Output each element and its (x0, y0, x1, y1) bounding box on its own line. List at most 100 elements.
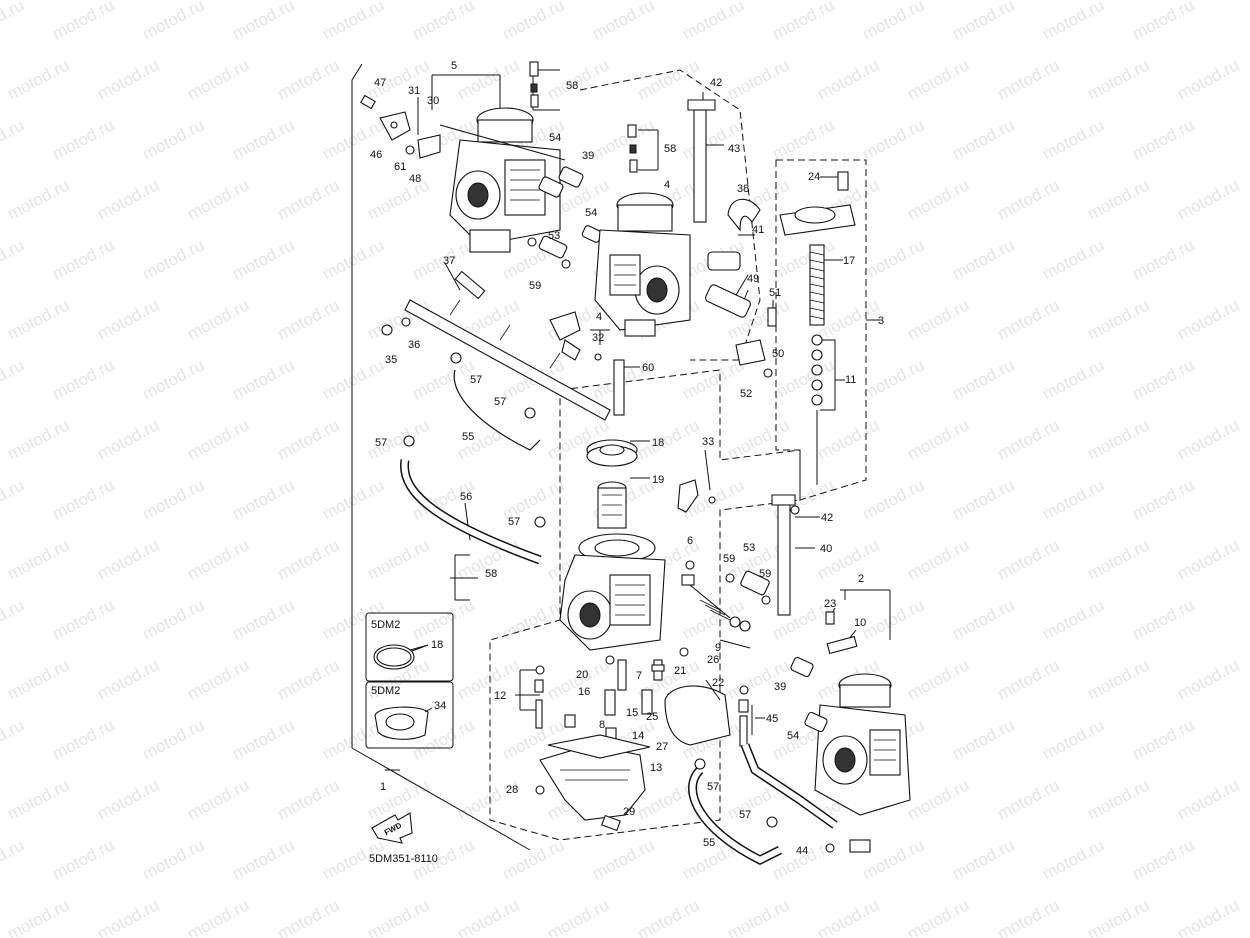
linkage-bar (381, 270, 625, 421)
callout-27: 27 (656, 741, 668, 753)
callout-21: 21 (674, 665, 686, 677)
callout-2: 2 (858, 573, 864, 585)
callout-56: 56 (460, 491, 472, 503)
callout-1: 1 (380, 781, 386, 793)
hoses-right-lower (771, 494, 800, 616)
callout-8: 8 (599, 719, 605, 731)
inset-box-1-title: 5DM2 (371, 619, 400, 631)
callout-54-low: 54 (787, 730, 799, 742)
callout-39-low: 39 (774, 681, 786, 693)
callout-58-mid: 58 (664, 143, 676, 155)
callout-53-top: 53 (548, 230, 560, 242)
callout-59-low-a: 59 (723, 553, 735, 565)
callout-54-top: 54 (549, 132, 561, 144)
callout-4-top: 4 (664, 179, 670, 191)
hose-55-upper (403, 352, 541, 451)
group-boundary-3 (775, 159, 867, 501)
forward-direction-arrow: FWD (371, 812, 413, 844)
callout-3: 3 (878, 315, 884, 327)
callout-12: 12 (494, 690, 506, 702)
group-boundary-9 (489, 369, 801, 841)
hose-56 (399, 459, 546, 565)
inset-box-1-part: 18 (431, 639, 443, 651)
callout-57-e: 57 (707, 781, 719, 793)
callout-17: 17 (843, 255, 855, 267)
callout-36: 36 (408, 339, 420, 351)
callout-29: 29 (623, 806, 635, 818)
diagram-code: 5DM351-8110 (369, 853, 438, 865)
callout-14: 14 (632, 730, 644, 742)
callout-44: 44 (796, 845, 808, 857)
callout-10: 10 (854, 617, 866, 629)
inset-box-2-title: 5DM2 (371, 685, 400, 697)
callout-24: 24 (808, 171, 820, 183)
outline-frame (351, 63, 531, 851)
callout-41: 41 (752, 224, 764, 236)
callout-60: 60 (642, 362, 654, 374)
callout-53-low: 53 (743, 542, 755, 554)
inset-box-1: 5DM2 18 (365, 612, 454, 682)
inset-box-2: 5DM2 34 (365, 681, 454, 749)
vacuum-piston-group-3 (779, 171, 856, 485)
jets-and-needles (534, 647, 689, 741)
callout-42-low: 42 (821, 512, 833, 524)
callout-30: 30 (427, 95, 439, 107)
callout-49: 49 (747, 273, 759, 285)
callout-39-top: 39 (582, 150, 594, 162)
callout-32: 32 (592, 332, 604, 344)
callout-55-low: 55 (703, 837, 715, 849)
callout-38: 38 (737, 183, 749, 195)
callout-57-f: 57 (739, 809, 751, 821)
callout-22: 22 (712, 677, 724, 689)
callout-31: 31 (408, 85, 420, 97)
callout-51: 51 (769, 287, 781, 299)
small-bracket-48-61 (405, 134, 441, 159)
callout-54-mid: 54 (585, 207, 597, 219)
callout-6: 6 (687, 535, 693, 547)
callout-26: 26 (707, 654, 719, 666)
callout-23: 23 (824, 598, 836, 610)
callout-58-low: 58 (485, 568, 497, 580)
callout-13: 13 (650, 762, 662, 774)
callout-48: 48 (409, 173, 421, 185)
callout-55-top: 55 (462, 431, 474, 443)
callout-57-c: 57 (375, 437, 387, 449)
callout-46: 46 (370, 149, 382, 161)
callout-57-b: 57 (494, 396, 506, 408)
tubes-59-53-lower (725, 570, 771, 605)
pilot-screw-set-9 (681, 574, 751, 632)
callout-57-a: 57 (470, 374, 482, 386)
callout-42-top: 42 (710, 77, 722, 89)
callout-47: 47 (374, 77, 386, 89)
callout-19: 19 (652, 474, 664, 486)
callout-25: 25 (646, 711, 658, 723)
callout-labels: 5 47 31 30 58 42 54 58 43 46 61 48 39 4 … (370, 60, 884, 857)
callout-52: 52 (740, 388, 752, 400)
callout-58-top: 58 (566, 80, 578, 92)
callout-33: 33 (702, 436, 714, 448)
carburetor-assembly-5 (439, 107, 566, 253)
callout-7: 7 (636, 670, 642, 682)
callout-18: 18 (652, 437, 664, 449)
callout-43: 43 (728, 143, 740, 155)
callout-37: 37 (443, 255, 455, 267)
carburetor-body-lower (559, 533, 695, 651)
screw-set-58-top (529, 61, 638, 173)
callout-50: 50 (772, 348, 784, 360)
callout-35: 35 (385, 354, 397, 366)
callout-59-top: 59 (529, 280, 541, 292)
carburetor-assembly-4 (594, 192, 691, 337)
callout-15: 15 (626, 707, 638, 719)
float-bowl-13 (535, 734, 651, 832)
callout-11: 11 (845, 374, 856, 386)
callout-61: 61 (394, 161, 406, 173)
callout-16: 16 (578, 686, 590, 698)
screw-set-45 (738, 685, 749, 747)
diaphragm-18-19 (586, 439, 638, 529)
callout-45: 45 (766, 713, 778, 725)
connecting-tubes-upper (527, 166, 603, 269)
callout-9: 9 (715, 642, 721, 654)
callout-59-low-b: 59 (759, 568, 771, 580)
bracket-32 (549, 311, 602, 361)
